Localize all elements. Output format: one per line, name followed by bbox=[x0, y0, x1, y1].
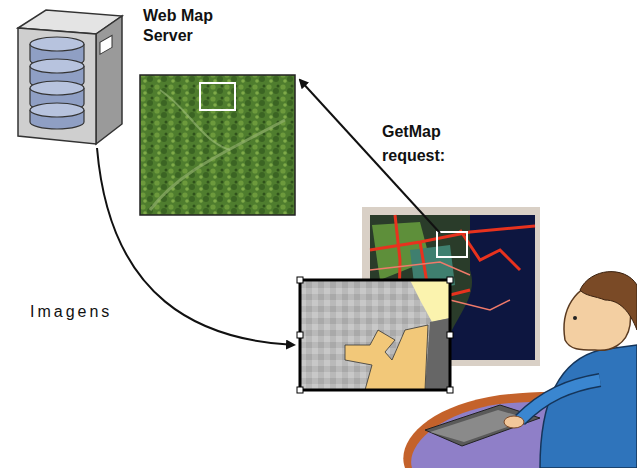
server-icon bbox=[18, 10, 122, 144]
zoomed-image bbox=[297, 277, 453, 393]
person-at-desk bbox=[403, 272, 637, 468]
response-arrow bbox=[97, 148, 294, 345]
server-name: Web Map Server bbox=[143, 6, 253, 46]
satellite-image bbox=[140, 75, 295, 215]
response-label: Imagens bbox=[30, 302, 150, 322]
request-label: GetMap request: bbox=[382, 120, 462, 168]
server-label-node: Web Map Server bbox=[143, 6, 253, 46]
